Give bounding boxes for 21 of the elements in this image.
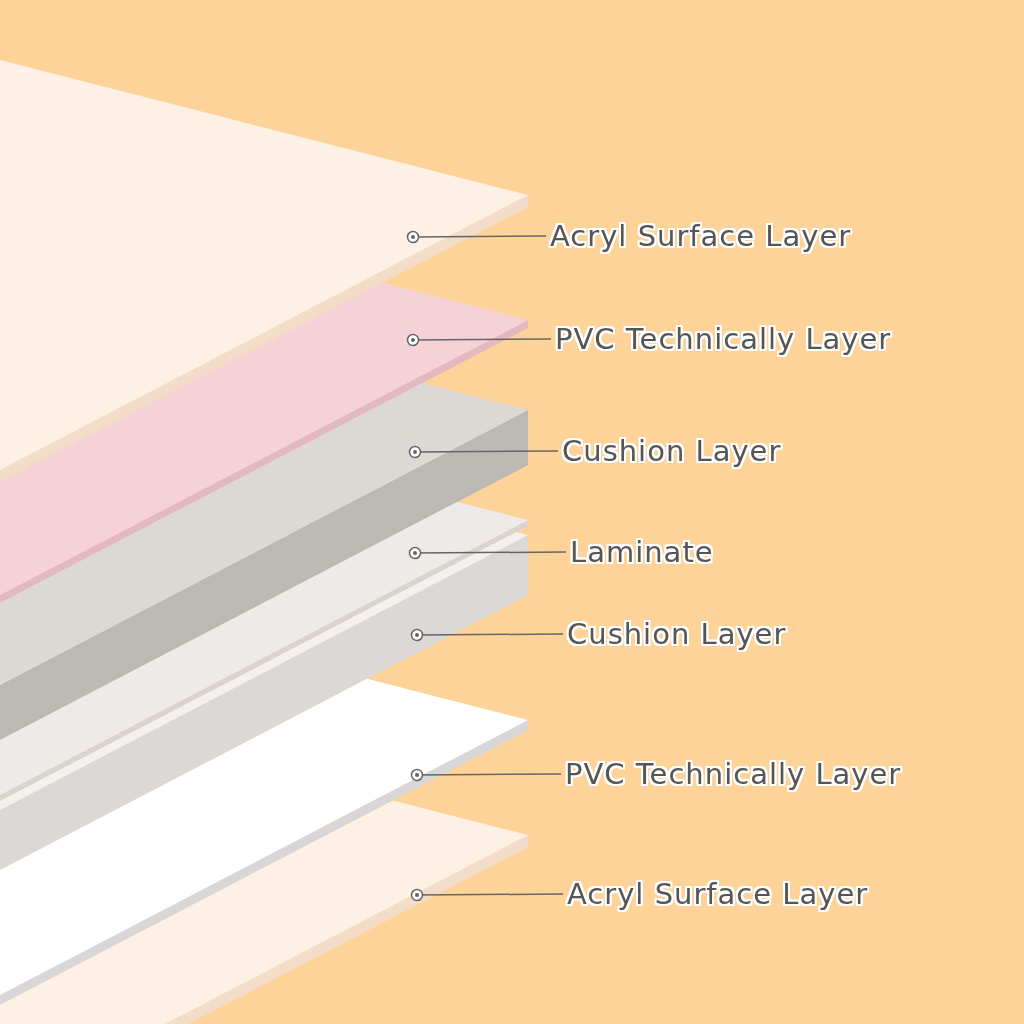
- layer-label: Acryl Surface Layer: [567, 877, 869, 911]
- mat-layer-drawing: [0, 532, 528, 870]
- layer-label: Cushion Layer: [562, 434, 782, 468]
- leader-line: [406, 230, 547, 244]
- layer-label: PVC Technically Layer: [565, 757, 902, 791]
- layer-label: Cushion Layer: [567, 617, 787, 651]
- mat-layer-drawing: [0, 282, 528, 603]
- leader-line: [408, 445, 559, 459]
- mat-layer-drawing: [0, 501, 528, 801]
- leader-line: [408, 546, 567, 560]
- layer-label: Laminate: [570, 535, 714, 569]
- leader-line: [406, 333, 552, 347]
- leader-line: [410, 628, 564, 642]
- leader-line: [410, 768, 562, 782]
- layer-label: Acryl Surface Layer: [550, 219, 852, 253]
- layer-label: PVC Technically Layer: [555, 322, 892, 356]
- mat-layer-drawing: [0, 800, 528, 1024]
- leader-line: [410, 888, 564, 902]
- mat-layer-drawing: [0, 678, 528, 1005]
- mat-layer-drawing: [0, 60, 528, 482]
- mat-layer-drawing: [0, 383, 528, 740]
